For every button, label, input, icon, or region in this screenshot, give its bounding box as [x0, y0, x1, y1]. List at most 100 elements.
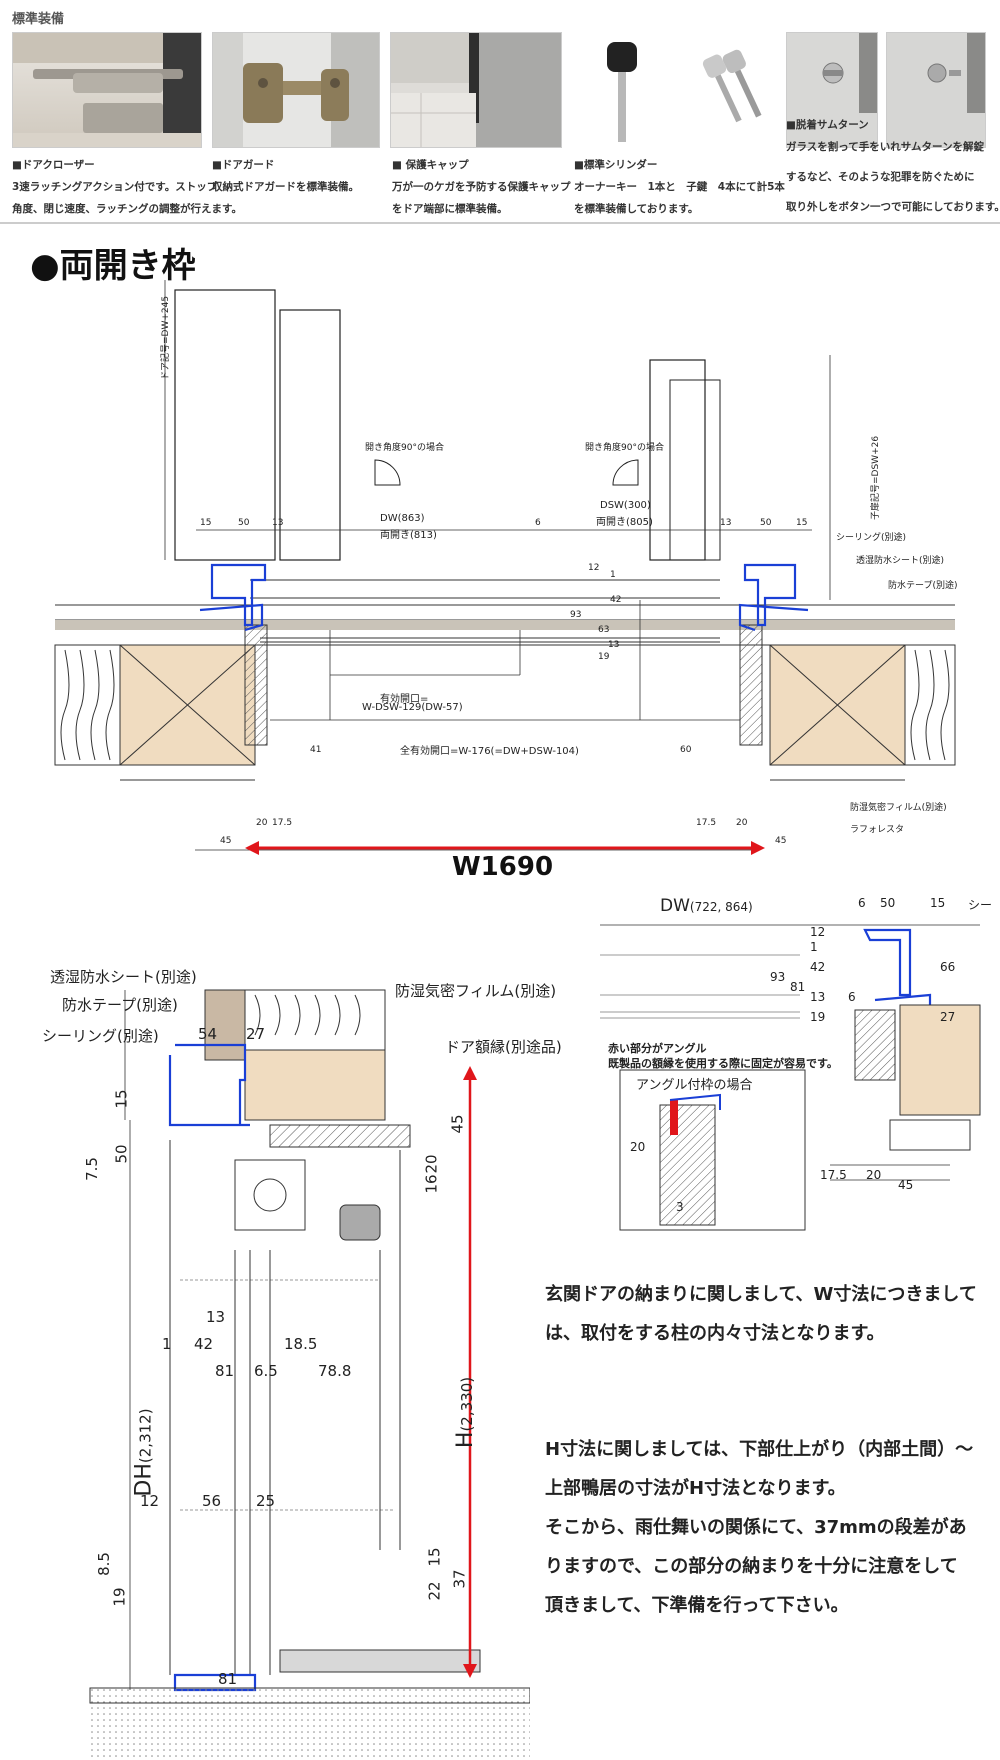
section-label-trim: ドア額縁(別途品)	[445, 1038, 562, 1056]
feature-caption-guard: ■ドアガード 収納式ドアガードを標準装備。	[212, 159, 359, 193]
section-mid-18-5: 18.5	[284, 1335, 318, 1353]
detail-dw: DW(722, 864)	[660, 896, 753, 916]
dim-60: 60	[680, 745, 692, 755]
thumb-turn-icon	[822, 33, 877, 113]
section-mid-1: 1	[162, 1335, 172, 1353]
dim-15-left: 15	[200, 518, 212, 528]
section-dim-15: 15	[112, 1089, 131, 1109]
note-vapor-film: 防湿気密フィルム(別途)	[850, 803, 947, 813]
header-divider	[0, 222, 1000, 224]
vdim-42: 42	[610, 595, 622, 605]
section-label-sealing: シーリング(別途)	[42, 1027, 159, 1045]
vdim-63: 63	[598, 625, 610, 635]
open-angle-right: 開き角度90°の場合	[585, 443, 664, 453]
header-title: 標準装備	[12, 12, 65, 27]
dw-label: DW(863)	[380, 513, 425, 524]
door-guard-photo	[212, 32, 380, 148]
open-angle-left: 開き角度90°の場合	[365, 443, 444, 453]
feature-caption-cylinder: ■標準シリンダー オーナーキー 1本と 子鍵 4本にて計5本 を標準装備しており…	[574, 159, 785, 215]
door-height-left: ドア記号=DW+245	[161, 295, 171, 380]
thumb-turn-removed-icon	[927, 33, 985, 113]
detail-cut-label: シー	[968, 898, 993, 912]
protection-cap-icon	[391, 33, 561, 147]
detail-v-1: 1	[810, 940, 818, 954]
section-label-film: 防湿気密フィルム(別途)	[395, 982, 557, 1000]
door-closer-icon	[13, 33, 201, 147]
detail-v-6: 6	[848, 990, 856, 1004]
note-laforesta: ラフォレスタ	[850, 825, 905, 835]
effective-opening-1: 有効開口=	[380, 694, 429, 705]
section-foot-37: 37	[450, 1569, 469, 1589]
key-icon	[607, 42, 762, 142]
section-dim-54: 54	[198, 1025, 218, 1043]
cylinder-keys-photo	[572, 32, 782, 148]
note-line-6: そこから、雨仕舞いの関係にて、37mmの段差があ	[545, 1517, 967, 1538]
w1690-arrow	[245, 841, 765, 855]
section-dim-20: 20	[422, 1154, 441, 1174]
protection-cap-photo	[390, 32, 562, 148]
note-waterproof-tape: 防水テープ(別途)	[888, 581, 958, 591]
detail-v-13: 13	[810, 990, 826, 1004]
dim-6: 6	[535, 518, 541, 528]
section-mid-78-8: 78.8	[318, 1362, 352, 1380]
section-label-tape: 防水テープ(別途)	[62, 996, 178, 1014]
note-line-2: は、取付をする柱の内々寸法となります。	[545, 1323, 885, 1344]
detail-drawing	[600, 924, 981, 1231]
dim-50-right: 50	[760, 518, 772, 528]
angle-dim-3: 3	[676, 1200, 684, 1214]
bottom-17-5-left: 17.5	[272, 818, 293, 828]
detail-v-81: 81	[790, 980, 806, 994]
section-dim-7-5: 7.5	[82, 1157, 101, 1181]
bottom-45-right: 45	[775, 836, 787, 846]
vdim-19: 19	[598, 652, 610, 662]
section-mid-13: 13	[206, 1308, 226, 1326]
vdim-12: 12	[588, 563, 600, 573]
note-line-4: H寸法に関しましては、下部仕上がり（内部土間）～	[545, 1439, 974, 1460]
feature-caption-cap: ■ 保護キャップ 万が一のケガを予防する保護キャップ をドア端部に標準装備。	[392, 159, 571, 215]
section-foot-22: 22	[425, 1581, 444, 1601]
angle-box-title: アングル付枠の場合	[636, 1078, 753, 1093]
effective-opening-2: W-DSW-129(DW-57)	[362, 702, 463, 713]
section-foot-19: 19	[110, 1587, 129, 1607]
dim-15-right: 15	[796, 518, 808, 528]
detail-bottom-45: 45	[898, 1178, 914, 1192]
section-low-25: 25	[256, 1492, 276, 1510]
angle-dim-20: 20	[630, 1140, 646, 1154]
detail-v-27: 27	[940, 1010, 956, 1024]
dim-50-left: 50	[238, 518, 250, 528]
detail-top-50: 50	[880, 896, 896, 910]
bottom-20-right: 20	[736, 818, 748, 828]
detail-v-93: 93	[770, 970, 786, 984]
section-dim-16: 16	[422, 1174, 441, 1194]
dim-41: 41	[310, 745, 322, 755]
detail-top-15: 15	[930, 896, 946, 910]
feature-caption-thumb: ■脱着サムターン ガラスを割って手をいれサムターンを解錠 するなど、そのような犯…	[786, 119, 1000, 213]
section-title: ●両開き枠	[30, 246, 196, 286]
vdim-93: 93	[570, 610, 582, 620]
feature-caption-closer: ■ドアクローザー 3速ラッチングアクション付です。ストップ 角度、閉じ速度、ラッ…	[12, 159, 242, 215]
section-foot-15: 15	[425, 1547, 444, 1567]
dh-label: DH(2,312)	[131, 1408, 157, 1497]
section-low-56: 56	[202, 1492, 222, 1510]
detail-bottom-20: 20	[866, 1168, 882, 1182]
section-label-sheet: 透湿防水シート(別途)	[50, 968, 197, 986]
section-dim-27: 27	[246, 1025, 266, 1043]
section-foot-8-5: 8.5	[94, 1552, 113, 1576]
note-line-7: りますので、この部分の納まりを十分に注意をして	[545, 1556, 958, 1577]
dim-13-right: 13	[720, 518, 732, 528]
thumb-turn-photo-1	[786, 32, 878, 148]
section-base-81: 81	[218, 1670, 238, 1688]
vdim-1: 1	[610, 570, 616, 580]
detail-v-12: 12	[810, 925, 826, 939]
section-dim-45: 45	[448, 1114, 467, 1134]
detail-top-6: 6	[858, 896, 866, 910]
angle-note-2: 既製品の額縁を使用する際に固定が容易です。	[608, 1057, 838, 1070]
door-closer-photo	[12, 32, 202, 148]
thumb-turn-photo-2	[886, 32, 986, 148]
note-line-1: 玄関ドアの納まりに関しまして、W寸法につきまして	[545, 1284, 977, 1305]
width-label: W1690	[452, 852, 554, 882]
angle-note-1: 赤い部分がアングル	[608, 1042, 707, 1055]
note-line-5: 上部鴨居の寸法がH寸法となります。	[545, 1478, 846, 1499]
note-sealing: シーリング(別途)	[836, 533, 907, 543]
full-effective-opening: 全有効開口=W-176(=DW+DSW-104)	[400, 746, 579, 757]
